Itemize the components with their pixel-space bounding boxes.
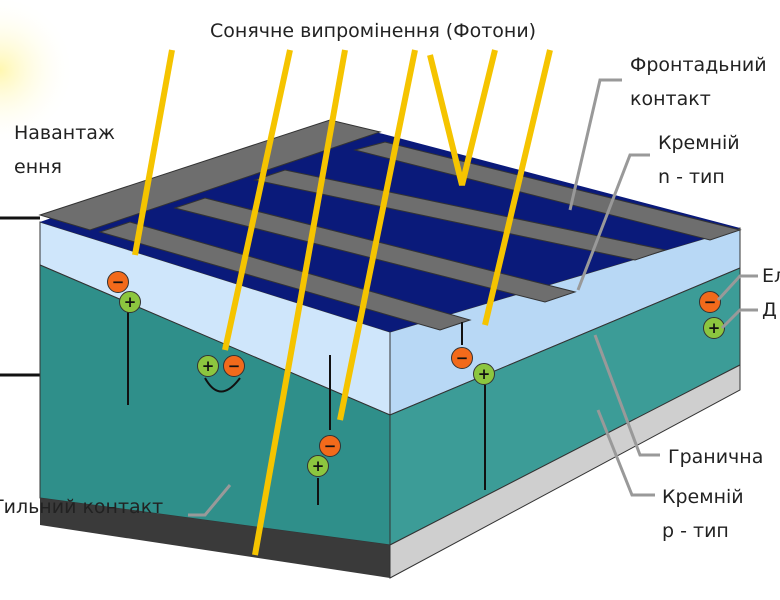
electron-icon: − [699,291,721,313]
hole-icon: + [119,291,141,313]
n-type-label: Кремній n - тип [658,130,740,190]
junction-label: Гранична [668,446,764,468]
electron-icon: − [107,271,129,293]
hole-icon: + [473,363,495,385]
circuit-wire [0,216,40,377]
back-contact-front [40,498,390,578]
p-type-line2: p - тип [662,520,729,542]
photon-rays [132,49,553,556]
load-label-line1: Навантаж [14,122,116,144]
electron-icon: − [223,355,245,377]
front-contact-line1: Фронтадьний [630,54,767,76]
hole-label: Д [762,299,777,321]
back-contact-label: Тильний контакт [0,496,164,518]
n-type-line1: Кремній [658,132,740,154]
photons-title: Сонячне випромінення (Фотони) [210,20,537,42]
electron-label: Ел [762,265,780,287]
load-label: Навантаж ення [14,120,115,180]
electron-icon: − [451,347,473,369]
carrier-arrows [127,305,486,505]
hole-icon: + [307,455,329,477]
front-contact-busbar [38,119,382,231]
light-bulb-icon [0,0,75,145]
n-type-line2: n - тип [658,166,725,188]
p-type-line1: Кремній [662,486,744,508]
load-label-line2: ення [14,156,62,178]
hole-icon: + [703,317,725,339]
front-contact-line2: контакт [630,88,711,110]
p-type-label: Кремній p - тип [662,484,744,544]
electron-icon: − [319,435,341,457]
hole-icon: + [197,355,219,377]
front-contact-label: Фронтадьний контакт [630,52,767,112]
